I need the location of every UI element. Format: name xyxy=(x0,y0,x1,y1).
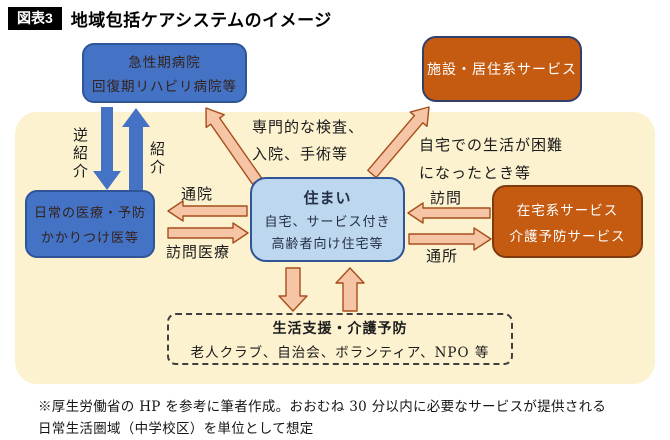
footnote-line-2: 日常生活圏域（中学校区）を単位として想定 xyxy=(38,421,314,438)
home-box: 住まい 自宅、サービス付き 高齢者向け住宅等 xyxy=(250,177,405,262)
home-line-1: 自宅、サービス付き xyxy=(264,215,391,230)
day-service-label: 通所 xyxy=(426,247,459,265)
life-support-title: 生活支援・介護予防 xyxy=(272,320,408,337)
life-support-subtitle: 老人クラブ、自治会、ボランティア、NPO 等 xyxy=(190,344,490,361)
reverse-referral-label: 逆紹介 xyxy=(71,127,89,181)
outpatient-label: 通院 xyxy=(181,185,214,203)
figure-header: 図表3 地域包括ケアシステムのイメージ xyxy=(8,6,332,31)
difficult-at-home-label-line-1: 自宅での生活が困難 xyxy=(419,136,564,154)
footnote-line-1: ※厚生労働省の HP を参考に筆者作成。おおむね 30 分以内に必要なサービスが… xyxy=(38,399,607,415)
home-line-2: 高齢者向け住宅等 xyxy=(271,237,384,252)
home-visit-medical-label: 訪問医療 xyxy=(166,243,231,261)
specialized-care-label-line-2: 入院、手術等 xyxy=(252,145,349,163)
daily-medical-line-2: かかりつけ医等 xyxy=(40,231,140,246)
hospital-box: 急性期病院 回復期リハビリ病院等 xyxy=(82,43,247,103)
homecare-line-1: 在宅系サービス xyxy=(516,202,619,219)
home-title: 住まい xyxy=(303,189,352,207)
hospital-line-2: 回復期リハビリ病院等 xyxy=(92,79,237,95)
life-support-box: 生活支援・介護予防 老人クラブ、自治会、ボランティア、NPO 等 xyxy=(167,313,513,365)
hospital-line-1: 急性期病院 xyxy=(128,55,201,71)
homecare-services-box: 在宅系サービス 介護予防サービス xyxy=(492,185,643,258)
daily-medical-line-1: 日常の医療・予防 xyxy=(33,206,146,221)
visit-label: 訪問 xyxy=(430,189,463,207)
facility-services-box: 施設・居住系サービス xyxy=(422,36,582,102)
homecare-line-2: 介護予防サービス xyxy=(509,228,626,245)
difficult-at-home-label-line-2: になったとき等 xyxy=(419,164,532,182)
figure-number-badge: 図表3 xyxy=(8,7,62,30)
referral-label: 紹介 xyxy=(148,141,166,177)
facility-label: 施設・居住系サービス xyxy=(427,62,577,78)
footnote: ※厚生労働省の HP を参考に筆者作成。おおむね 30 分以内に必要なサービスが… xyxy=(38,396,606,440)
daily-medical-box: 日常の医療・予防 かかりつけ医等 xyxy=(25,190,155,258)
specialized-care-label-line-1: 専門的な検査、 xyxy=(252,118,365,136)
figure-title: 地域包括ケアシステムのイメージ xyxy=(70,11,332,30)
